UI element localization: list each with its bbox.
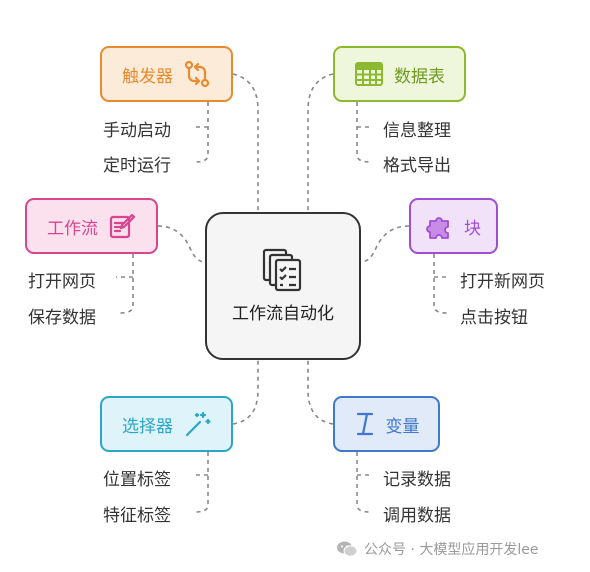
leaf-block-1: 打开新网页 [460,272,545,292]
leaf-trigger-2: 定时运行 [103,156,171,176]
connector-trigger [232,73,259,212]
edit-list-icon [109,213,136,239]
leaf-selector-1: 位置标签 [103,470,171,490]
node-trigger-label: 触发器 [122,66,173,87]
spreadsheet-icon [355,62,383,86]
leaf-trigger-1: 手动启动 [103,121,171,141]
node-workflow: 工作流 [25,198,158,254]
node-selector-label: 选择器 [122,416,173,437]
connector-datatable [307,73,334,212]
watermark-text: 公众号 · 大模型应用开发lee [364,542,539,558]
text-cursor-icon [356,412,373,436]
leaf-workflow-2: 保存数据 [28,308,96,328]
leaf-block-2: 点击按钮 [460,308,528,328]
node-datatable-label: 数据表 [394,66,445,87]
node-selector: 选择器 [100,396,233,452]
connector-variable [307,360,334,425]
connector-variable-children [356,452,372,513]
node-block-label: 块 [464,218,481,239]
leaf-variable-1: 记录数据 [383,470,451,490]
connector-selector [232,360,259,425]
clipboard-checklist-icon [262,248,302,292]
leaf-workflow-1: 打开网页 [28,272,96,292]
connector-selector-children [194,452,209,513]
connector-trigger-children [194,102,209,163]
node-workflow-label: 工作流 [47,218,98,239]
center-label: 工作流自动化 [232,304,334,324]
swap-arrows-icon [184,60,210,88]
watermark: 公众号 · 大模型应用开发lee [336,539,538,559]
puzzle-piece-icon [426,217,449,239]
node-block: 块 [409,198,498,254]
leaf-selector-2: 特征标签 [103,506,171,526]
magic-wand-icon [185,411,211,437]
connector-block [360,225,410,263]
connector-workflow [157,225,206,263]
node-trigger: 触发器 [100,46,233,102]
node-variable-label: 变量 [385,416,420,437]
center-node: 工作流自动化 [205,212,361,360]
wechat-icon [337,541,358,557]
connector-workflow-children [116,254,134,314]
connector-block-children [433,254,450,314]
leaf-variable-2: 调用数据 [383,506,451,526]
node-variable: 变量 [333,396,440,452]
connector-datatable-children [356,102,372,163]
leaf-datatable-1: 信息整理 [383,121,451,141]
node-datatable: 数据表 [333,46,466,102]
leaf-datatable-2: 格式导出 [383,156,451,176]
